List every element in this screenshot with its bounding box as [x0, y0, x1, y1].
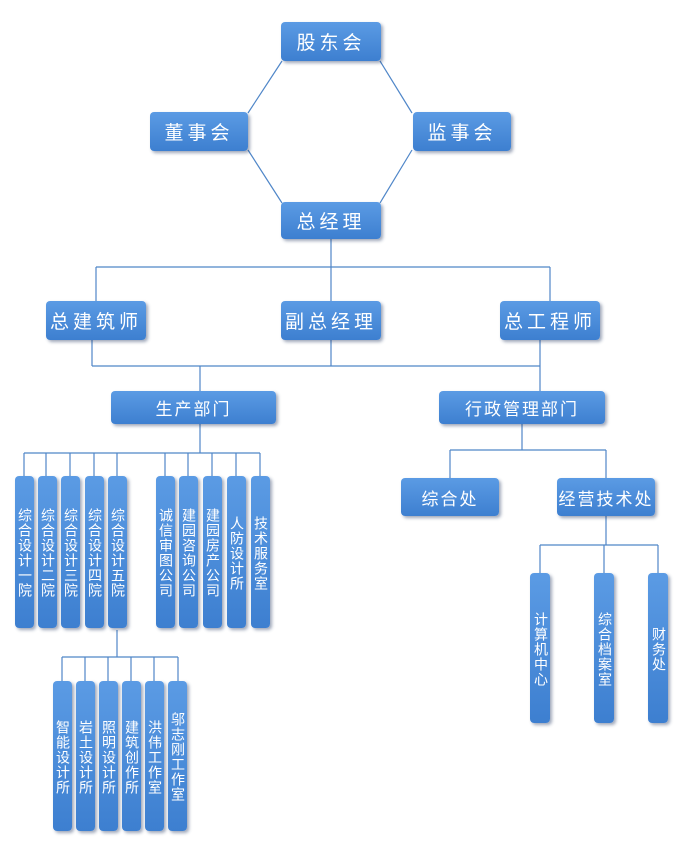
- node-prod-unit: 建园房产公司: [203, 476, 222, 628]
- node-studio: 洪伟工作室: [145, 681, 164, 831]
- node-tech-unit: 财务处: [648, 573, 668, 723]
- node-general-manager: 总经理: [281, 202, 381, 239]
- node-shareholders: 股东会: [281, 22, 381, 61]
- node-studio: 照明设计所: [99, 681, 118, 831]
- node-prod-unit: 人防设计所: [227, 476, 246, 628]
- node-prod-unit: 综合设计二院: [38, 476, 57, 628]
- node-business-tech-office: 经营技术处: [557, 478, 655, 516]
- node-prod-unit: 诚信审图公司: [156, 476, 175, 628]
- node-prod-unit: 综合设计五院: [108, 476, 127, 628]
- node-prod-unit: 综合设计三院: [61, 476, 80, 628]
- node-general-office: 综合处: [401, 478, 499, 516]
- node-studio: 邬志刚工作室: [168, 681, 187, 831]
- node-deputy-gm: 副总经理: [281, 301, 381, 340]
- node-prod-unit: 综合设计四院: [85, 476, 104, 628]
- node-studio: 智能设计所: [53, 681, 72, 831]
- node-admin-dept: 行政管理部门: [439, 391, 605, 424]
- node-supervisors: 监事会: [413, 112, 511, 151]
- node-chief-engineer: 总工程师: [500, 301, 600, 340]
- node-tech-unit: 综合档案室: [594, 573, 614, 723]
- node-studio: 建筑创作所: [122, 681, 141, 831]
- node-board: 董事会: [150, 112, 248, 151]
- node-tech-unit: 计算机中心: [530, 573, 550, 723]
- node-prod-unit: 建园咨询公司: [179, 476, 198, 628]
- node-chief-architect: 总建筑师: [46, 301, 146, 340]
- node-prod-unit: 技术服务室: [251, 476, 270, 628]
- node-studio: 岩土设计所: [76, 681, 95, 831]
- node-prod-unit: 综合设计一院: [15, 476, 34, 628]
- node-production-dept: 生产部门: [111, 391, 276, 424]
